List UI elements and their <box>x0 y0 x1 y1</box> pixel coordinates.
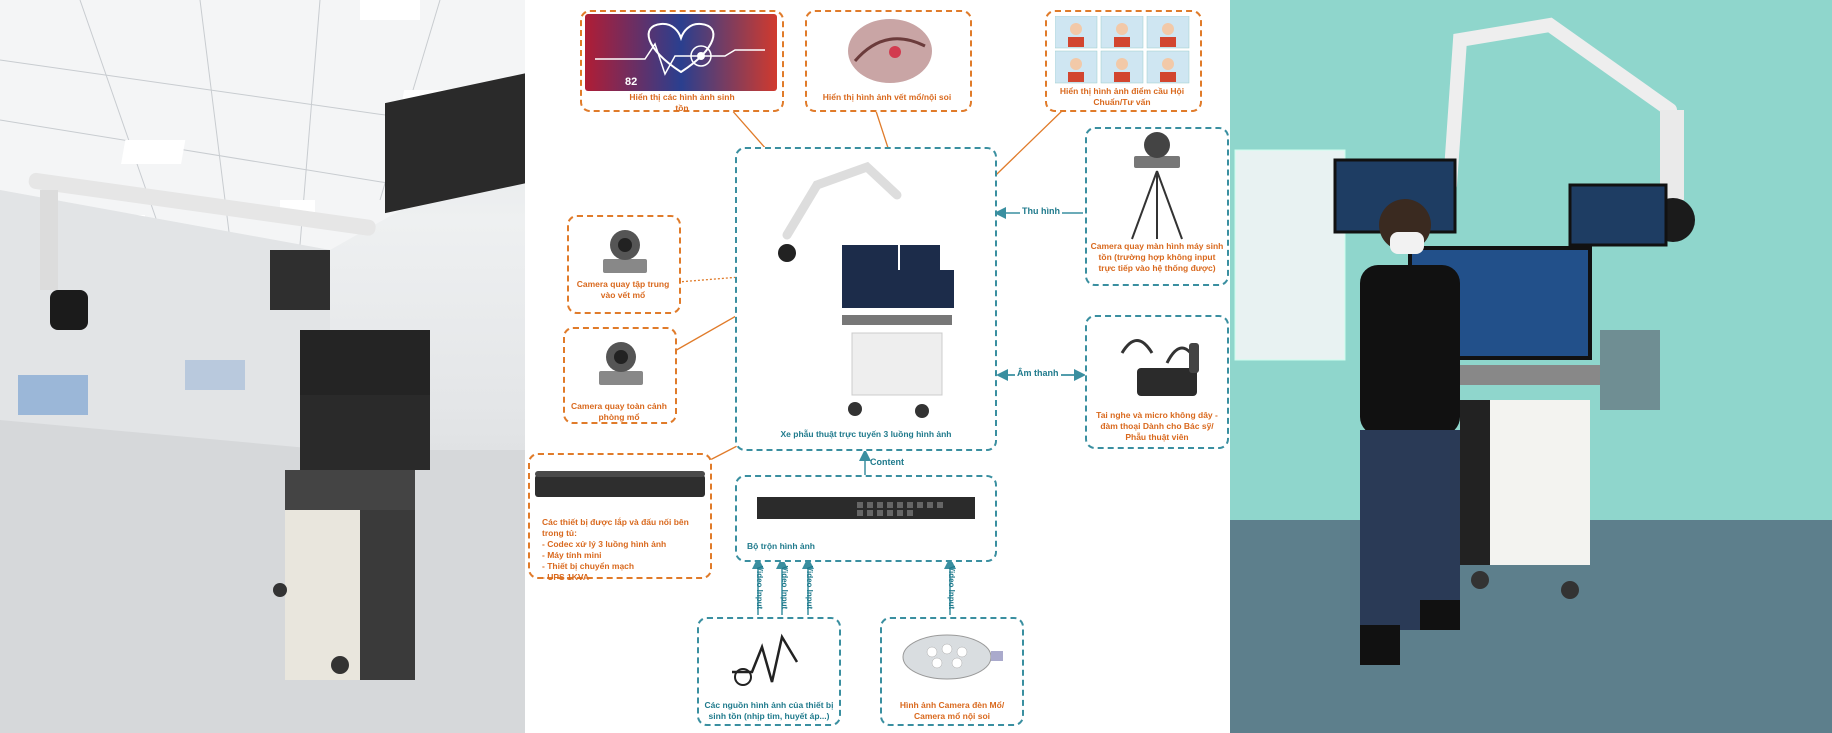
edge-label-am-thanh: Âm thanh <box>1015 368 1061 378</box>
headset-label: Tai nghe và micro không dây - đàm thoại … <box>1096 410 1218 442</box>
ptz-camera-icon <box>603 230 647 273</box>
vital-display-image: 82 <box>585 14 777 91</box>
cabinet-item: - Máy tính mini <box>542 550 602 560</box>
edge-label-thu-hinh: Thu hình <box>1020 206 1062 216</box>
node-vital-sources: Các nguồn hình ảnh của thiết bị sinh tồn… <box>697 617 841 726</box>
node-cart: Xe phẫu thuật trực tuyến 3 luồng hình ản… <box>735 147 997 451</box>
mixer-label: Bộ trộn hình ảnh <box>747 541 815 551</box>
endoscope-image <box>848 19 932 83</box>
node-endoscope-display: Hiển thị hình ảnh vết mổ/nội soi <box>805 10 972 112</box>
vital-value: 82 <box>625 76 638 88</box>
node-mixer: Bộ trộn hình ảnh <box>735 475 997 562</box>
vital-sources-label: Các nguồn hình ảnh của thiết bị sinh tồn… <box>704 700 834 721</box>
video-mixer-icon <box>757 497 975 519</box>
edge-label-video-input: Video Input <box>805 565 815 610</box>
tripod-camera-icon <box>1131 132 1183 240</box>
consult-display-label: Hiển thị hình ảnh điểm cầu Hội Chuẩn/Tư … <box>1059 86 1185 107</box>
endoscope-display-label: Hiển thị hình ảnh vết mổ/nội soi <box>822 92 952 102</box>
cabinet-title: Các thiết bị được lắp và đấu nối bên tro… <box>542 517 689 538</box>
edge-label-video-input: Video Input <box>755 565 765 610</box>
camera-room-label: Camera quay toàn cảnh phòng mổ <box>571 401 667 422</box>
edge-label-video-input: Video Input <box>947 565 957 610</box>
edge-label-content: Content <box>870 457 904 467</box>
vital-sources-icon <box>732 633 799 686</box>
codec-device-icon <box>535 471 705 497</box>
consult-grid-image <box>1055 16 1190 84</box>
node-surgical-light: Hình ảnh Camera đèn Mổ/ Camera mổ nội so… <box>880 617 1024 726</box>
cart-label: Xe phẫu thuật trực tuyến 3 luồng hình ản… <box>780 429 952 439</box>
camera-vital-screen-label: Camera quay màn hình máy sinh tồn (trườn… <box>1090 241 1224 273</box>
cabinet-item: - UPS 1KVA <box>542 572 590 582</box>
ptz-camera-icon <box>599 342 643 385</box>
diagram-panel: 82 Hiển thị các hình ảnh sinh tồn Hiển t… <box>525 0 1230 733</box>
surgical-light-label: Hình ảnh Camera đèn Mổ/ Camera mổ nội so… <box>899 700 1005 721</box>
right-photo-illustration <box>1230 0 1832 733</box>
node-vital-display: 82 Hiển thị các hình ảnh sinh tồn <box>580 10 784 113</box>
node-camera-vital-screen: Camera quay màn hình máy sinh tồn (trườn… <box>1085 127 1229 286</box>
node-camera-focus: Camera quay tập trung vào vết mổ <box>567 215 681 314</box>
cabinet-item: - Codec xử lý 3 luồng hình ảnh <box>542 539 667 549</box>
cabinet-item: - Thiết bị chuyển mạch <box>542 561 635 571</box>
heart-monitor-icon <box>595 22 765 76</box>
edge-label-video-input: Video Input <box>780 565 790 610</box>
node-camera-room: Camera quay toàn cảnh phòng mổ <box>563 327 677 424</box>
vital-display-label: Hiển thị các hình ảnh sinh tồn <box>629 92 735 113</box>
left-photo-illustration <box>0 0 525 733</box>
camera-focus-label: Camera quay tập trung vào vết mổ <box>576 279 670 300</box>
headset-icon <box>1120 339 1199 396</box>
right-photo <box>1230 0 1832 733</box>
node-headset: Tai nghe và micro không dây - đàm thoại … <box>1085 315 1229 449</box>
left-photo <box>0 0 525 733</box>
node-consult-display: Hiển thị hình ảnh điểm cầu Hội Chuẩn/Tư … <box>1045 10 1202 112</box>
node-cabinet: Các thiết bị được lắp và đấu nối bên tro… <box>528 453 712 582</box>
cart-illustration <box>778 161 954 418</box>
surgical-light-icon <box>902 634 1003 680</box>
